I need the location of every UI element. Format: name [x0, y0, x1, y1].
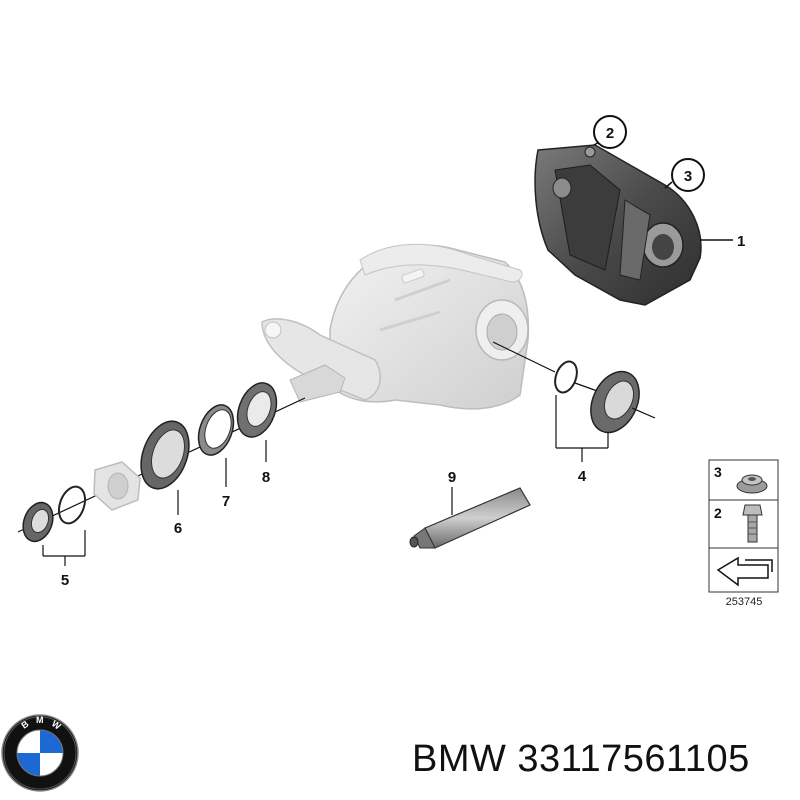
callout-5: 5 — [61, 572, 69, 589]
callout-1: 1 — [737, 233, 745, 250]
part-caption: BMW 33117561105 — [412, 738, 750, 780]
callout-2: 2 — [606, 125, 614, 142]
callout-7: 7 — [222, 493, 230, 510]
part-4-seal-set — [492, 341, 656, 462]
bmw-logo: B M W — [1, 714, 79, 792]
plug-icon — [736, 474, 768, 494]
callout-2-badge: 2 — [593, 115, 627, 149]
reference-number: 253745 — [726, 596, 763, 608]
callout-4: 4 — [578, 468, 587, 485]
callout-3: 3 — [684, 168, 692, 185]
legend-row-1: 3 — [714, 464, 722, 480]
part-7-spacer-ring — [197, 404, 235, 487]
legend-row-2: 2 — [714, 505, 722, 521]
bolt-icon — [742, 504, 763, 543]
part-5-seal-set — [22, 485, 87, 566]
callout-3-badge: 3 — [664, 158, 705, 192]
collar-nut — [93, 461, 141, 511]
part-8-shaft-seal — [236, 382, 278, 462]
callout-9: 9 — [448, 469, 456, 486]
part-9-sealant-tube — [409, 487, 531, 549]
callout-8: 8 — [262, 469, 270, 486]
logo-letter-b: B — [19, 718, 30, 730]
logo-letter-m: M — [36, 715, 44, 725]
legend-box: 3 2 — [708, 459, 779, 593]
direction-arrow-icon — [716, 556, 773, 587]
part-6-seal — [140, 420, 190, 515]
differential-housing — [261, 243, 530, 410]
callout-6: 6 — [174, 520, 182, 537]
rear-cover — [534, 144, 702, 306]
